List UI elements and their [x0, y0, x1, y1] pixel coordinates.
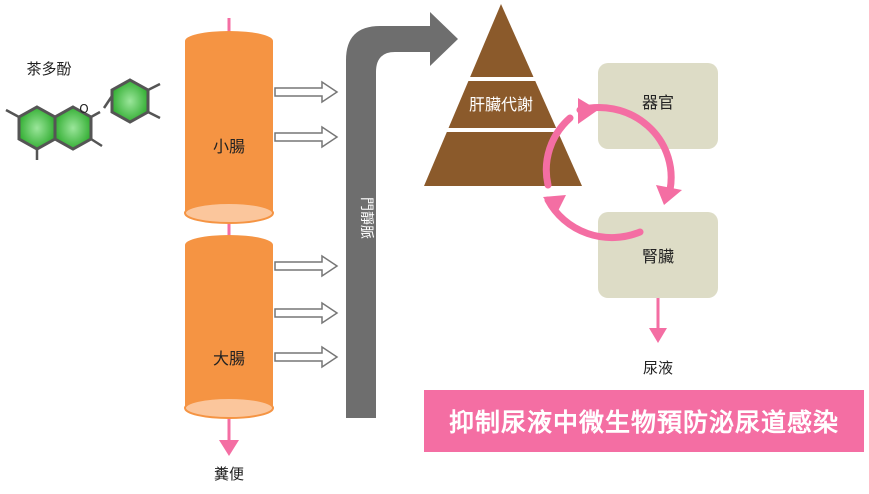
liver-metabolism-label: 肝臟代謝: [469, 95, 533, 114]
large-intestine-cylinder: [184, 235, 274, 419]
organ-box: [598, 63, 718, 149]
outline-arrow-icon: [274, 345, 339, 369]
outline-arrow-icon: [274, 301, 339, 325]
portal-vein-label: 門靜脈: [358, 197, 374, 239]
large-intestine-label: 大腸: [213, 349, 245, 368]
cycle-arrowheads: [543, 98, 682, 215]
small-intestine-label: 小腸: [213, 137, 245, 156]
effect-banner-text: 抑制尿液中微生物預防泌尿道感染: [448, 408, 839, 437]
urine-label: 尿液: [643, 359, 673, 377]
organ-label: 器官: [642, 93, 674, 112]
oxygen-atom: O: [79, 102, 88, 116]
urine-arrow: [649, 298, 667, 343]
outline-arrow-icon: [274, 125, 339, 149]
polyphenol-structure-icon: [5, 78, 161, 160]
compound-label: 茶多酚: [26, 60, 71, 78]
effect-banner: 抑制尿液中微生物預防泌尿道感染: [424, 390, 864, 452]
feces-label: 糞便: [214, 465, 244, 483]
portal-vein-arrow: [346, 12, 458, 418]
outline-arrow-icon: [274, 254, 339, 278]
absorption-arrows: [274, 80, 339, 369]
kidney-label: 腎臟: [642, 247, 674, 266]
outline-arrow-icon: [274, 80, 339, 104]
small-intestine-cylinder: [184, 31, 274, 224]
liver-pyramid: [424, 4, 582, 186]
